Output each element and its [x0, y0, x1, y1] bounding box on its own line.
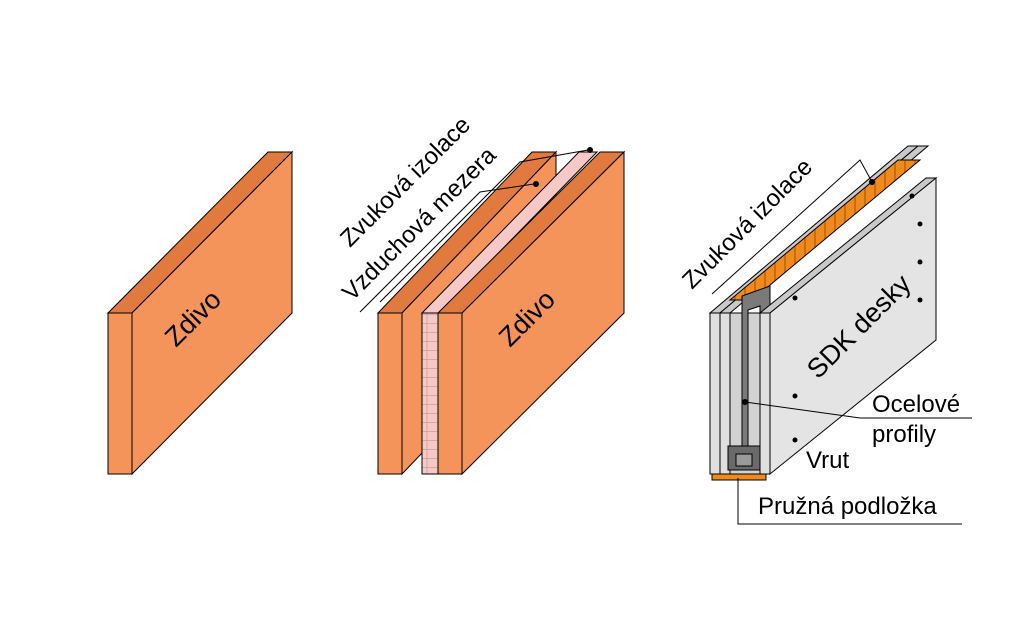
wall-3-profiles-leader	[744, 401, 972, 419]
wall-3-profile-base-inner	[735, 453, 753, 467]
wall-1-side-face	[131, 150, 293, 476]
wall-3-back-board-front	[709, 312, 721, 475]
screw-icon	[909, 193, 915, 199]
wall-3-front-board-side	[769, 176, 937, 476]
wall-3-elastic-pad	[711, 473, 767, 481]
wall-3-profiles-line1: Ocelové	[872, 391, 960, 418]
wall-3-pad-leader	[737, 478, 962, 525]
wall-2-front-leaf-front	[437, 312, 463, 475]
wall-1-masonry: Zdivo	[106, 150, 294, 476]
wall-3-profiles-dot	[742, 399, 748, 405]
wall-3-pad-label: Pružná podložka	[758, 493, 937, 520]
wall-2-insulation-dot	[587, 147, 593, 153]
wall-3-callout-insulation: Zvuková izolace	[677, 153, 818, 294]
screw-icon	[792, 295, 798, 301]
wall-2-insulation-front	[421, 312, 441, 475]
wall-3-insulation-dot	[869, 179, 875, 185]
wall-2-air-gap-leader	[359, 183, 535, 313]
wall-3-screw-label: Vrut	[806, 447, 849, 474]
screw-icon	[917, 297, 923, 303]
wall-3-insulation-leader	[711, 159, 873, 295]
wall-1-front-face	[107, 312, 133, 475]
wall-3-plasterboard-partition: SDK desky Zvuková izolace Ocelové profil…	[677, 145, 972, 525]
screw-icon	[917, 259, 923, 265]
wall-3-screws	[792, 193, 923, 443]
wall-2-front-leaf-side	[461, 150, 625, 476]
screw-icon	[917, 221, 923, 227]
screw-icon	[792, 437, 798, 443]
wall-2-air-gap-dot	[533, 181, 539, 187]
wall-3-front-board-front	[759, 312, 771, 475]
wall-2-insulation-leader	[379, 149, 589, 303]
screw-icon	[792, 393, 798, 399]
wall-2-double-masonry: Zdivo Zvuková izolace Vzduchová mezera	[335, 111, 626, 476]
wall-3-profiles-line2: profily	[872, 421, 936, 448]
wall-2-back-leaf-front	[377, 312, 403, 475]
